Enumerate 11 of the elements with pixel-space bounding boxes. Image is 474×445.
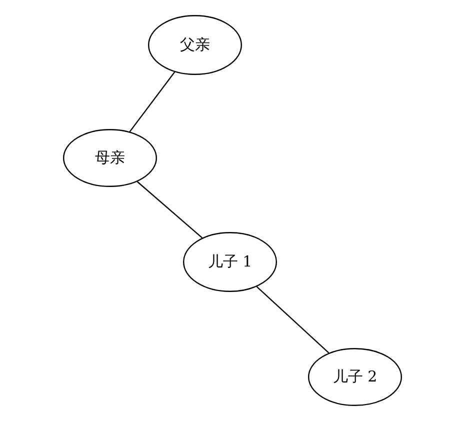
- ellipse-node: [63, 129, 157, 187]
- connector-line: [256, 286, 330, 354]
- connector-line: [129, 72, 176, 132]
- node-label: 儿子 1: [208, 252, 252, 272]
- ellipse-node: [183, 232, 277, 292]
- node-label: 儿子 2: [332, 368, 378, 386]
- connector-line: [136, 181, 203, 238]
- node-label: 母亲: [95, 148, 125, 168]
- ellipse-node: [308, 348, 402, 406]
- ellipse-node: [148, 15, 242, 75]
- node-label: 父亲: [180, 36, 210, 54]
